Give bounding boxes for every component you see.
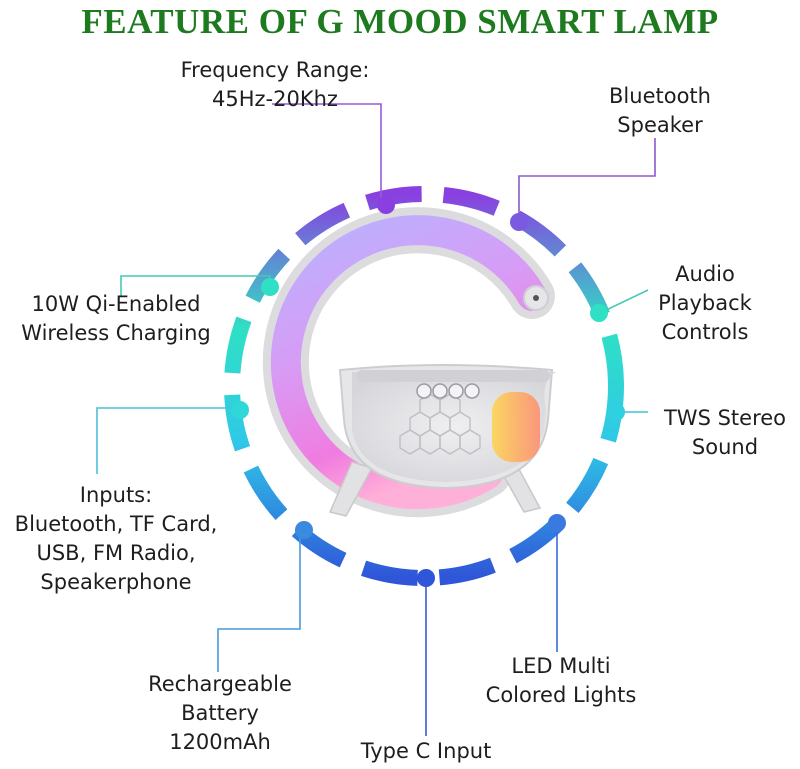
dot-frequency: [377, 196, 395, 214]
ring-segments: [224, 186, 624, 586]
feature-tws-stereo-sound: TWS Stereo Sound: [652, 404, 798, 462]
dot-charging: [261, 278, 279, 296]
label-line: LED Multi: [511, 654, 611, 678]
label-line: Inputs:: [79, 483, 153, 507]
feature-rechargeable-battery: Rechargeable Battery 1200mAh: [130, 670, 310, 757]
dot-audio: [590, 304, 608, 322]
speaker-warm-light: [492, 392, 540, 462]
label-line: Type C Input: [360, 739, 492, 763]
feature-wireless-charging: 10W Qi-Enabled Wireless Charging: [0, 290, 232, 348]
label-line: 10W Qi-Enabled: [31, 292, 201, 316]
label-line: Speaker: [617, 113, 703, 137]
leader-inputs: [96, 407, 240, 474]
leader-bluetooth: [518, 138, 656, 221]
leader-frequency: [272, 103, 382, 200]
label-line: Rechargeable: [148, 672, 292, 696]
label-line: Wireless Charging: [21, 321, 211, 345]
label-line: Speakerphone: [40, 570, 192, 594]
control-buttons: [416, 383, 480, 399]
speaker-top: [356, 370, 550, 382]
feature-frequency-range: Frequency Range: 45Hz-20Khz: [150, 56, 400, 114]
label-line: USB, FM Radio,: [36, 541, 196, 565]
label-line: 1200mAh: [169, 730, 271, 754]
feature-type-c-input: Type C Input: [340, 737, 512, 766]
page-title: FEATURE OF G MOOD SMART LAMP: [81, 2, 719, 41]
dot-tws: [607, 403, 625, 421]
label-line: Battery: [181, 701, 259, 725]
label-line: 45Hz-20Khz: [212, 87, 338, 111]
ring-arc: [224, 186, 624, 586]
lamp-leg-left: [328, 461, 374, 517]
label-line: TWS Stereo: [663, 406, 787, 430]
g-lamp: [262, 207, 556, 518]
label-line: Bluetooth: [609, 84, 711, 108]
feature-led-lights: LED Multi Colored Lights: [468, 652, 654, 710]
dot-led: [548, 514, 566, 532]
label-line: Sound: [691, 435, 759, 459]
feature-bluetooth-speaker: Bluetooth Speaker: [580, 82, 740, 140]
anchor-dots: [231, 196, 625, 587]
lamp-arc-glow: [270, 215, 547, 510]
dot-inputs: [231, 401, 249, 419]
label-line: Playback: [658, 291, 752, 315]
leader-battery: [217, 530, 301, 672]
label-line: Bluetooth, TF Card,: [14, 512, 218, 536]
label-line: Controls: [661, 320, 749, 344]
feature-audio-playback-controls: Audio Playback Controls: [640, 260, 770, 347]
label-line: Colored Lights: [485, 683, 637, 707]
leader-audio: [599, 289, 649, 314]
dot-bluetooth: [510, 213, 528, 231]
lamp-tip-sensor: [533, 295, 539, 301]
feature-inputs: Inputs: Bluetooth, TF Card, USB, FM Radi…: [0, 481, 232, 597]
dot-typec: [417, 569, 435, 587]
label-line: Audio: [675, 262, 735, 286]
dot-battery: [295, 521, 313, 539]
label-line: Frequency Range:: [180, 58, 370, 82]
